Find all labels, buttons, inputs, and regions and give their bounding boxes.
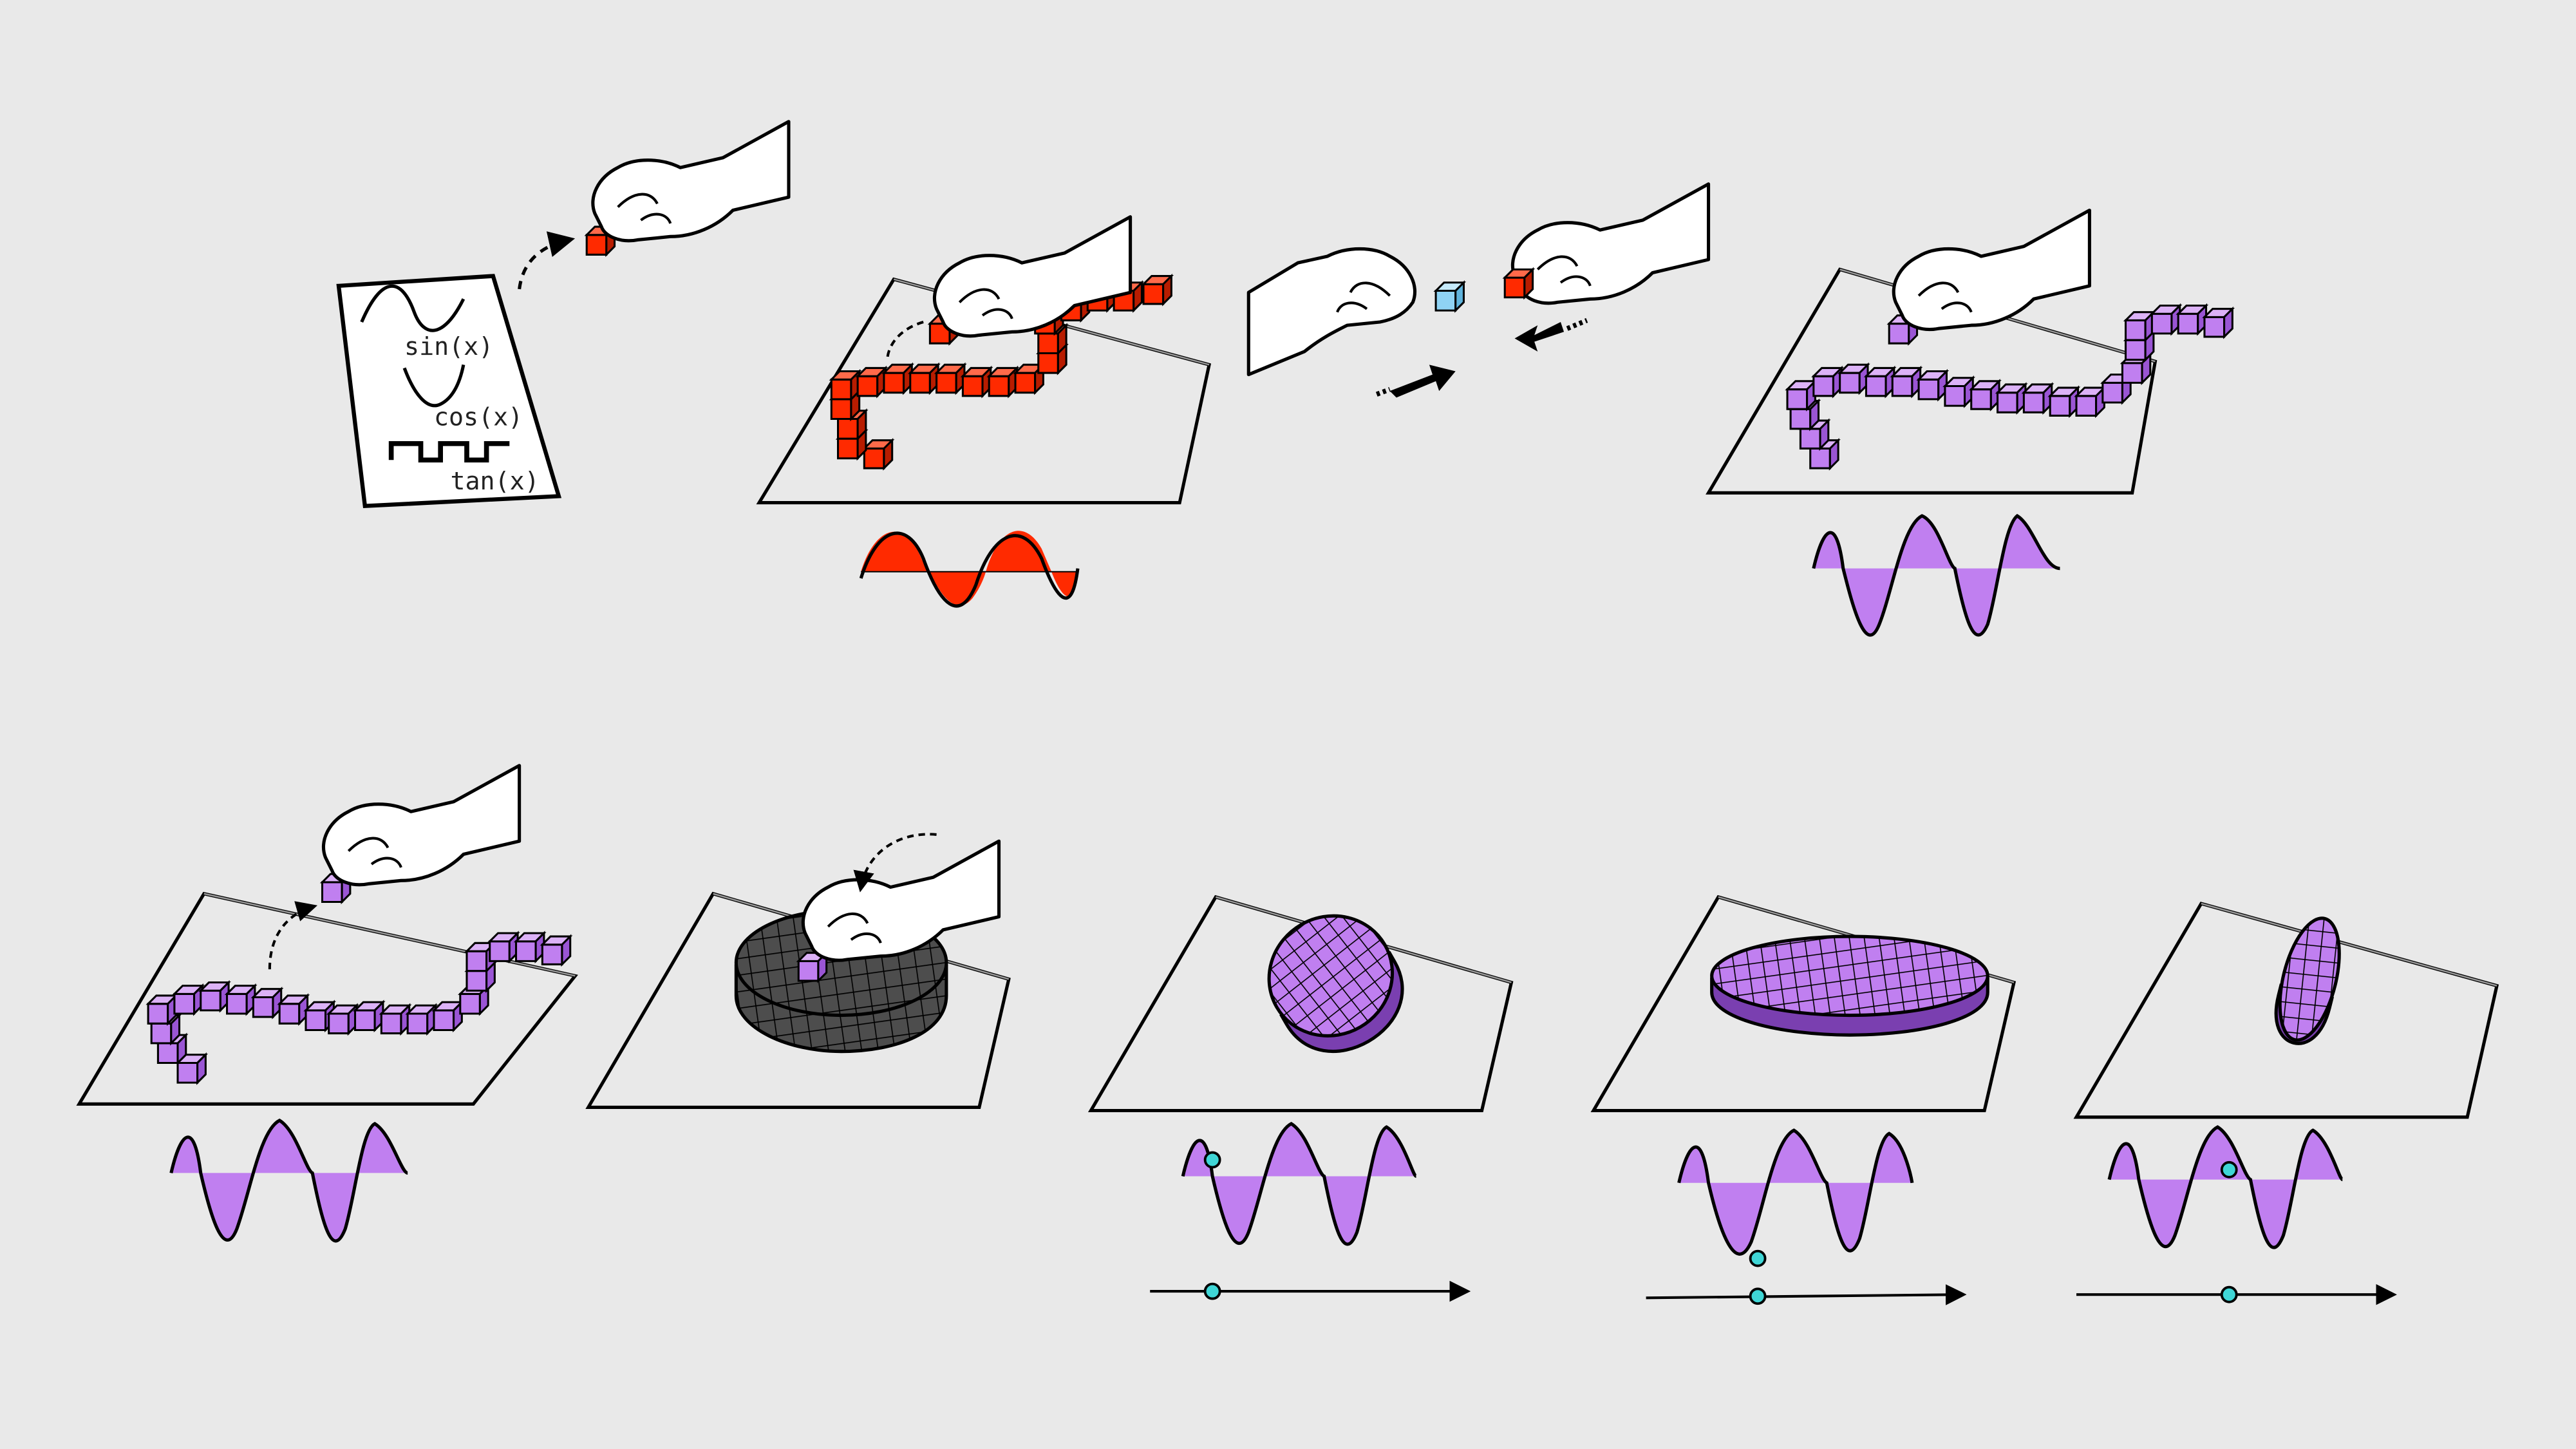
purple-disk	[2274, 916, 2341, 1045]
marker-dot	[1749, 1249, 1767, 1267]
tan-label: tan(x)	[450, 467, 539, 496]
hand-icon	[593, 122, 789, 241]
sin-label: sin(x)	[404, 332, 493, 361]
position-axis	[1150, 1280, 1471, 1302]
function-sheet: sin(x) cos(x) tan(x)	[336, 274, 562, 509]
pick-arrow	[518, 231, 576, 290]
purple-block-chain	[147, 873, 572, 1084]
red-sine-plot	[859, 531, 1080, 608]
marker-dot	[1203, 1151, 1221, 1169]
position-axis	[2076, 1283, 2397, 1305]
scene-disk-2	[1590, 895, 2017, 1305]
slider-marker[interactable]	[1749, 1287, 1767, 1305]
arrow-right-icon	[1375, 365, 1456, 398]
purple-wave-plot	[2107, 1125, 2344, 1249]
dark-disk	[734, 908, 948, 1054]
hand-icon	[934, 217, 1130, 336]
purple-wave-plot	[1181, 1121, 1418, 1246]
right-hand-icon	[1512, 184, 1708, 303]
slider-marker[interactable]	[2220, 1285, 2238, 1303]
cos-label: cos(x)	[434, 403, 523, 432]
cos-curve	[402, 364, 465, 408]
purple-wave-plot	[1677, 1128, 1914, 1267]
scene-disk-3	[2073, 902, 2499, 1305]
square-wave	[388, 440, 510, 463]
scene-purple-wave	[1706, 211, 2233, 637]
blue-cube-icon	[1434, 281, 1465, 312]
purple-block-chain	[1786, 304, 2233, 469]
purple-wave-plot	[169, 1118, 409, 1243]
left-hand-icon	[1248, 249, 1415, 374]
scene-purple-pick	[76, 766, 578, 1243]
hand-icon	[323, 766, 519, 885]
swap-block-scene	[1248, 184, 1708, 398]
red-cube-icon	[1503, 268, 1534, 299]
sin-curve	[360, 284, 465, 332]
position-axis	[1646, 1284, 1967, 1305]
scene-disk-1	[1087, 895, 1514, 1302]
purple-disk	[1267, 914, 1404, 1054]
purple-disk	[1710, 934, 1989, 1037]
hand-icon	[1894, 211, 2089, 330]
scene-red-sine	[756, 217, 1212, 608]
slider-marker[interactable]	[1203, 1282, 1221, 1300]
purple-wave-plot	[1812, 513, 2060, 637]
hand-icon	[803, 841, 999, 960]
marker-dot	[2220, 1160, 2238, 1179]
scene-dark-disk	[585, 833, 1011, 1109]
arrow-left-icon	[1514, 317, 1588, 352]
